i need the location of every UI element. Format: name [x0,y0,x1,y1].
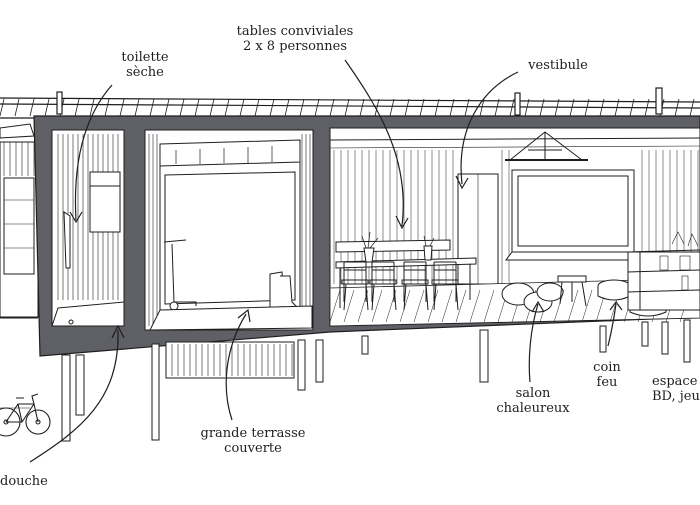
arrow-salon [528,303,539,383]
label-tables-conviviales: tables conviviales 2 x 8 personnes [236,24,354,54]
label-toilette-seche: toilette sèche [121,50,169,80]
room-covered-terrace [144,129,314,331]
roof [0,87,700,119]
foundation [151,319,691,441]
scooter-icon [163,239,197,311]
bicycle-icon [0,393,51,437]
label-vestibule: vestibule [528,58,588,73]
poufs [501,282,564,313]
arrow-douche [29,329,119,463]
arrow-terrasse [225,313,247,421]
label-coin-feu: coin feu [593,360,621,390]
room-dry-toilet [51,129,125,327]
arrow-tables [344,59,404,227]
label-espace-bd-jeux: espace BD, jeu [652,374,700,404]
label-salon-chaleureux: salon chaleureux [496,386,570,416]
dining-chairs [341,261,459,311]
arrow-feu [607,303,617,347]
label-douche: douche [0,474,48,489]
room-living [329,127,700,327]
arrow-toilette [74,84,113,221]
arrow-vestibule [460,71,519,185]
label-grande-terrasse: grande terrasse couverte [200,426,306,456]
leader-arrows [29,59,623,463]
left-outdoor-shower [0,123,85,442]
